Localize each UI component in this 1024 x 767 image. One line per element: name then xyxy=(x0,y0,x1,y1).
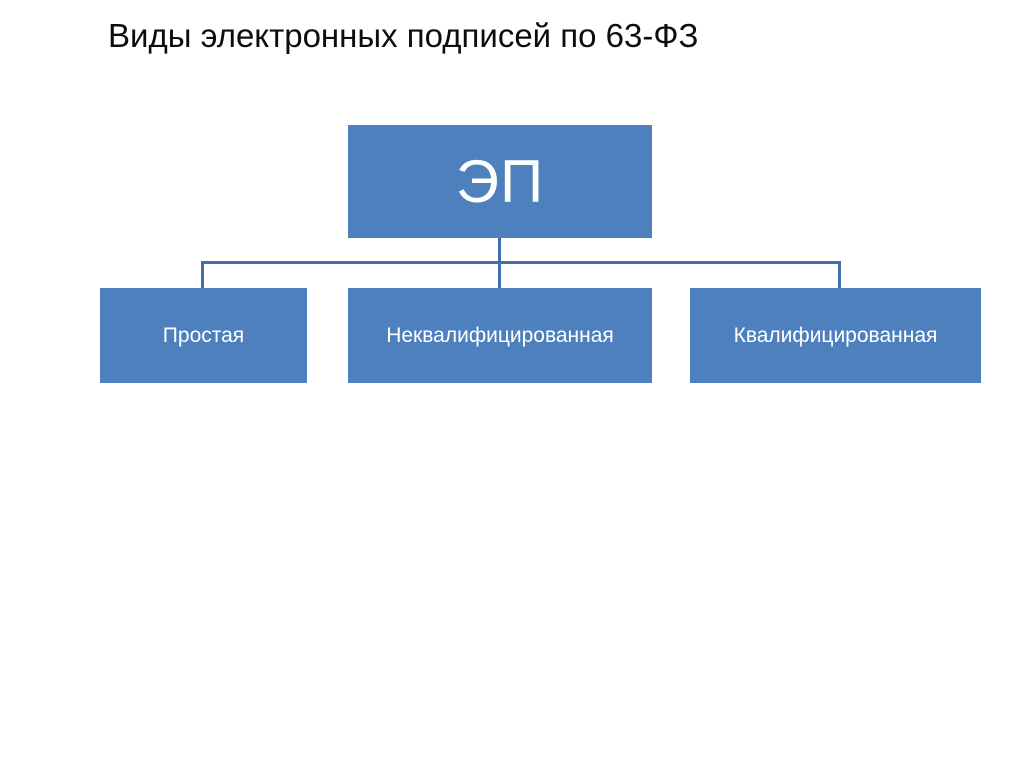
connector-horizontal-bus xyxy=(201,261,841,264)
diagram-node-qualified[interactable]: Квалифицированная xyxy=(690,288,981,383)
connector-root-stem xyxy=(498,238,501,263)
diagram-node-simple-label: Простая xyxy=(162,323,245,347)
connector-drop-qualified xyxy=(838,261,841,288)
connector-drop-unqualified xyxy=(498,261,501,288)
page-title: Виды электронных подписей по 63-ФЗ xyxy=(108,17,699,54)
diagram-node-unqualified-label: Неквалифицированная xyxy=(386,323,614,347)
diagram-node-qualified-label: Квалифицированная xyxy=(733,323,938,347)
diagram-node-simple[interactable]: Простая xyxy=(100,288,307,383)
diagram-node-root[interactable]: ЭП xyxy=(348,125,652,238)
connector-drop-simple xyxy=(201,261,204,288)
diagram-node-unqualified[interactable]: Неквалифицированная xyxy=(348,288,652,383)
diagram-node-root-label: ЭП xyxy=(455,147,545,215)
